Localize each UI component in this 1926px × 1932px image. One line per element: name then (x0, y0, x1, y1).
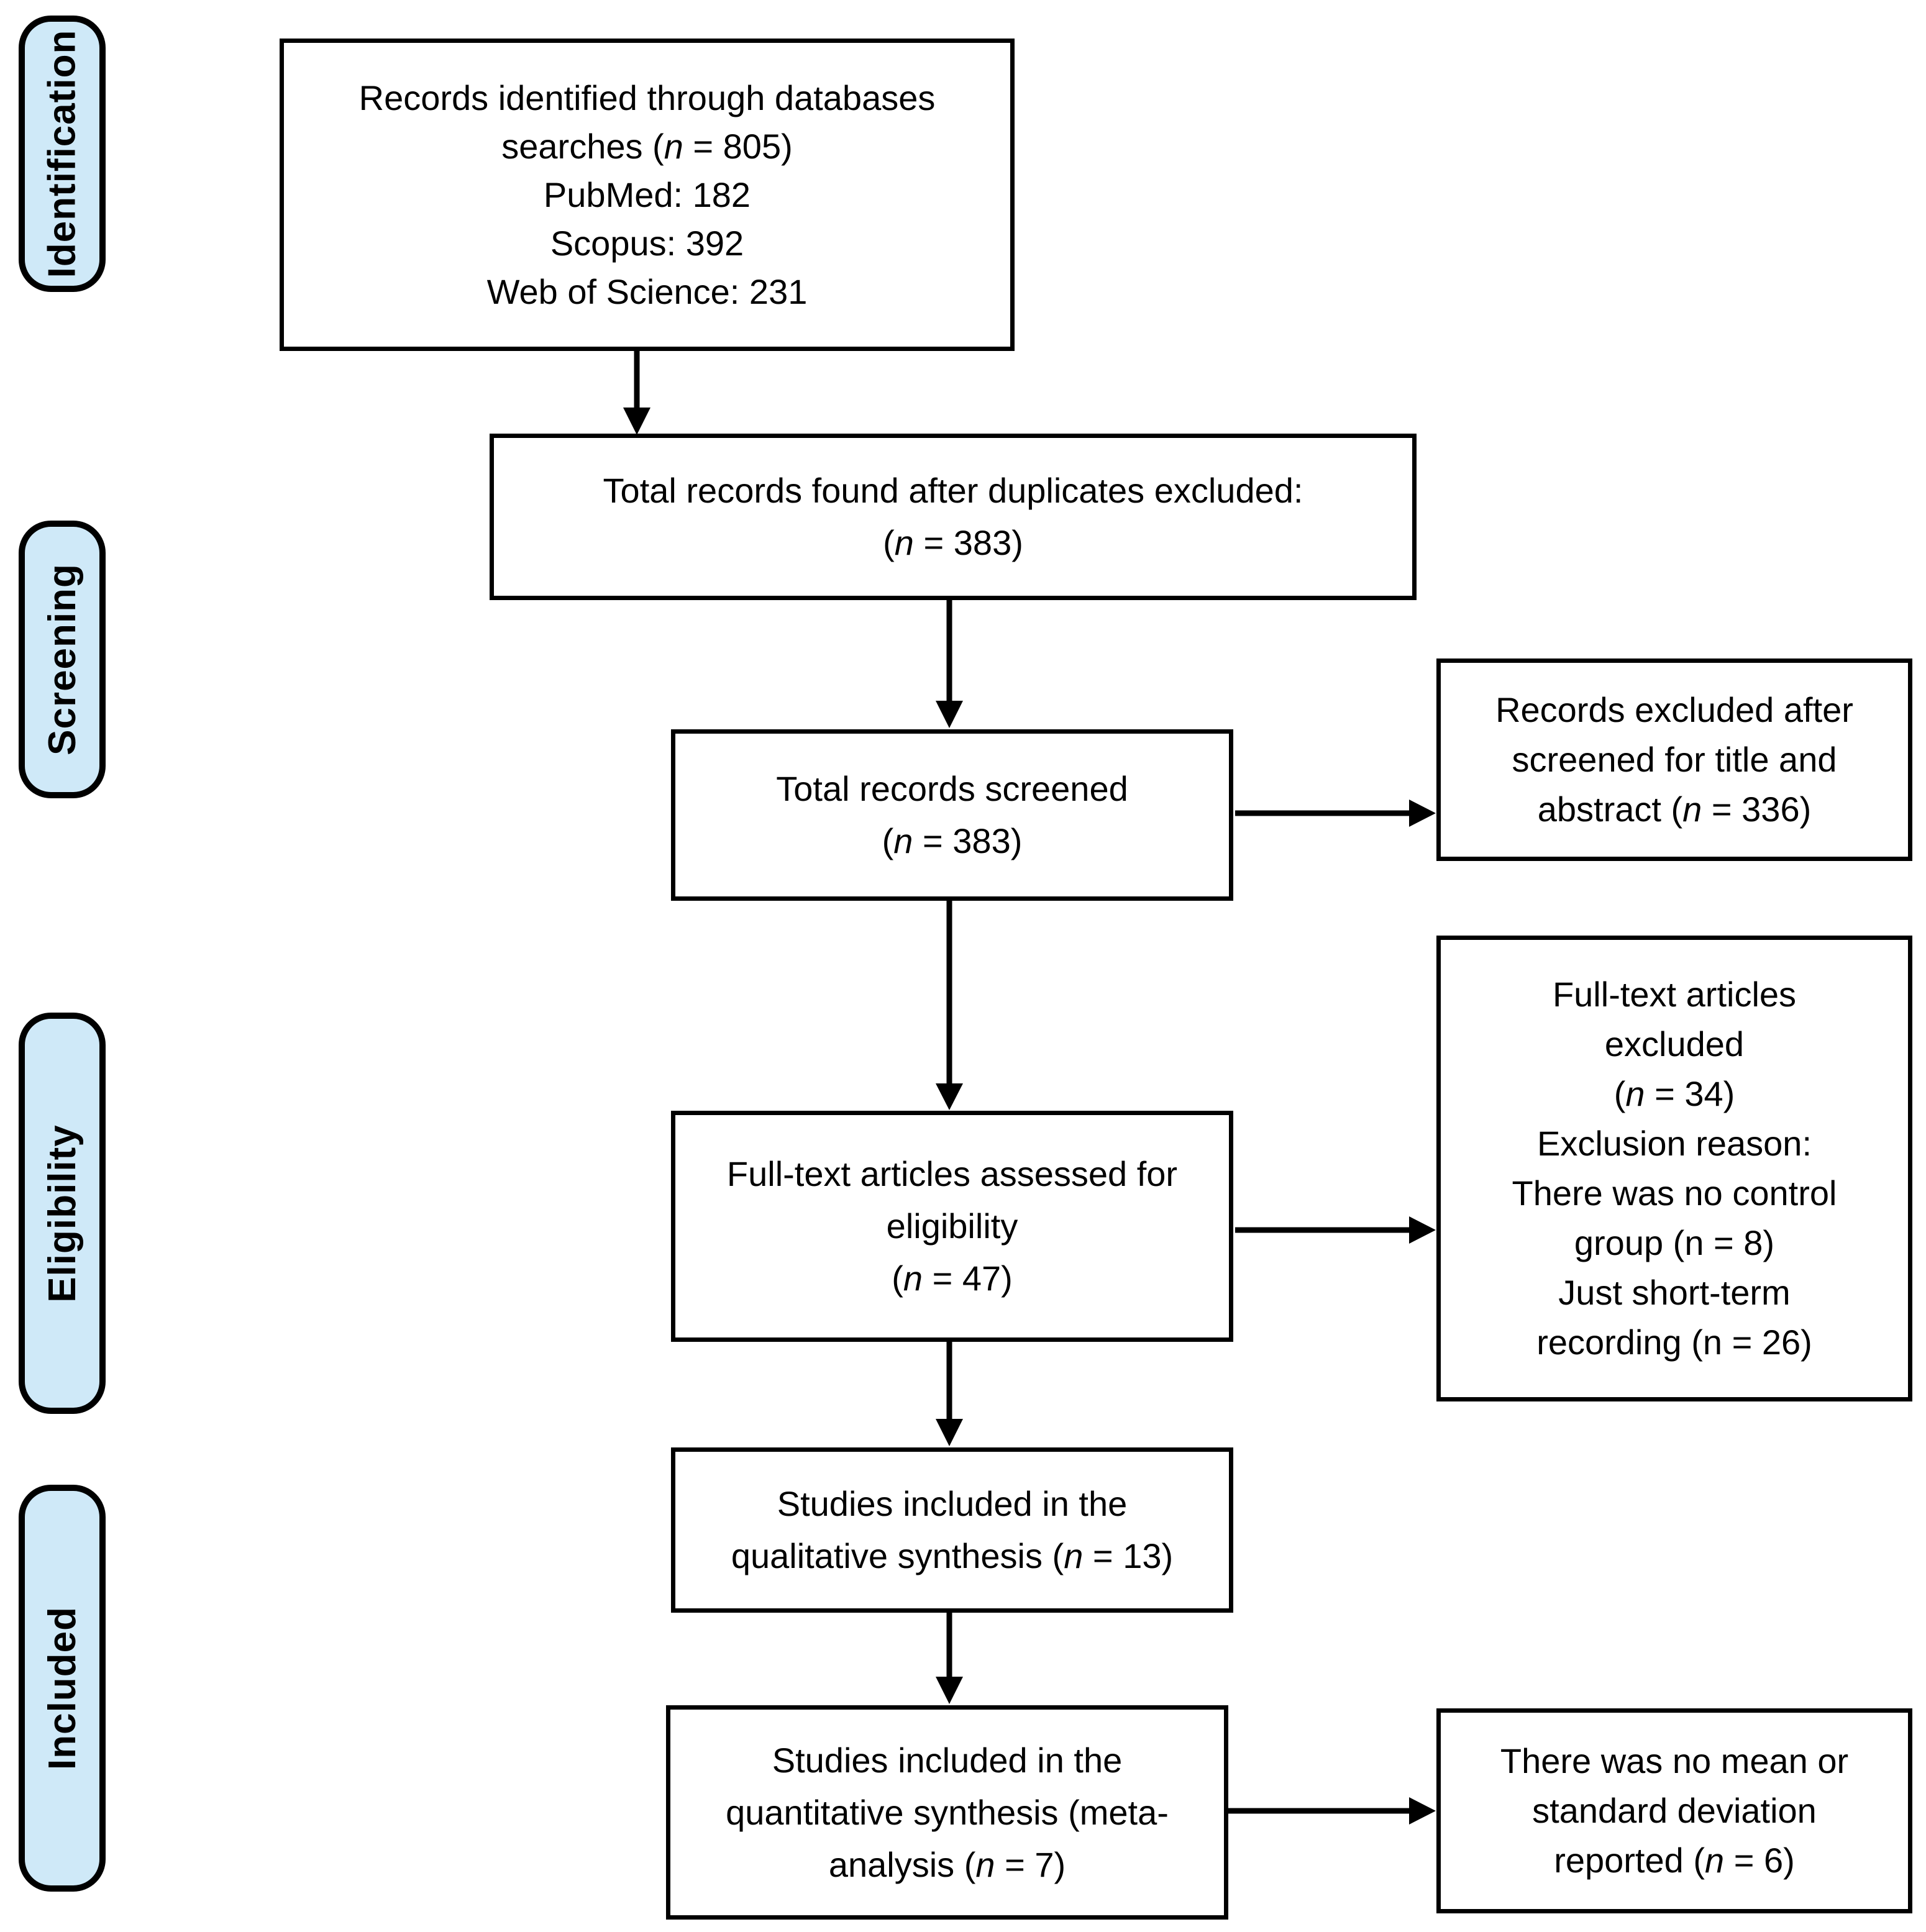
stage-eligibility: Eligibility (19, 1013, 106, 1414)
arrow-quantitative-to-no-mean-sd (1227, 1797, 1436, 1825)
arrow-screened-to-fulltext (936, 901, 963, 1110)
box-duplicates-excluded: Total records found after duplicates exc… (490, 434, 1417, 600)
box-records-screened: Total records screened(n = 383) (671, 729, 1233, 901)
arrow-fulltext-to-excluded (1235, 1216, 1436, 1244)
arrow-identified-to-duplicates (623, 351, 650, 435)
stage-identification-label: Identification (40, 29, 84, 278)
stage-included: Included (19, 1485, 106, 1892)
stage-included-label: Included (40, 1606, 84, 1770)
box-duplicates-excluded-text: Total records found after duplicates exc… (603, 471, 1303, 562)
stage-identification: Identification (19, 16, 106, 292)
arrow-fulltext-to-qualitative (936, 1342, 963, 1446)
arrow-duplicates-to-screened (936, 599, 963, 728)
box-records-screened-text: Total records screened(n = 383) (776, 769, 1128, 860)
stage-screening: Screening (19, 521, 106, 798)
stage-screening-label: Screening (40, 563, 84, 755)
arrow-qualitative-to-quantitative (936, 1613, 963, 1704)
stage-eligibility-label: Eligibility (40, 1124, 84, 1303)
arrow-screened-to-excluded (1235, 800, 1436, 827)
